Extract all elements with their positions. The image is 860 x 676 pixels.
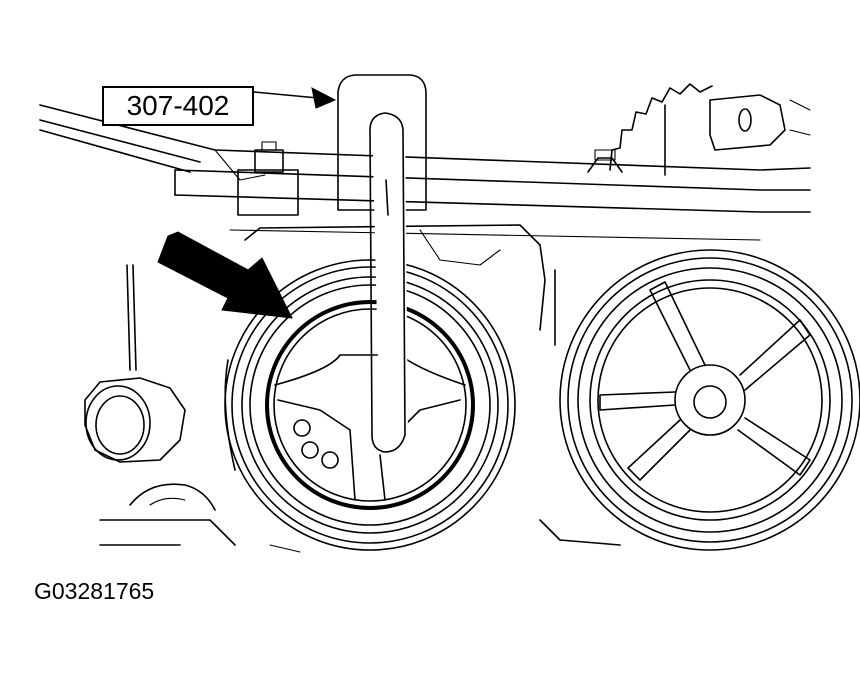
left-cam-pulley <box>224 259 516 551</box>
callout-leader <box>253 87 337 109</box>
engine-block-outline <box>99 224 621 553</box>
hex-nut <box>84 377 186 463</box>
mounting-bracket <box>709 94 811 151</box>
sprocket-gear <box>609 83 713 176</box>
bottom-fitting <box>129 483 216 511</box>
rail-bolt-left <box>237 141 299 216</box>
pointer-arrow <box>157 231 293 319</box>
leader-arrowhead <box>311 87 337 109</box>
right-pulley <box>559 249 860 551</box>
tool-callout-label: 307-402 <box>102 86 254 126</box>
locking-tool-307-402 <box>337 74 427 453</box>
rail-bolt-right <box>587 149 623 173</box>
alignment-ring <box>265 300 475 510</box>
figure-id: G03281765 <box>34 578 155 604</box>
side-rod <box>126 264 137 371</box>
